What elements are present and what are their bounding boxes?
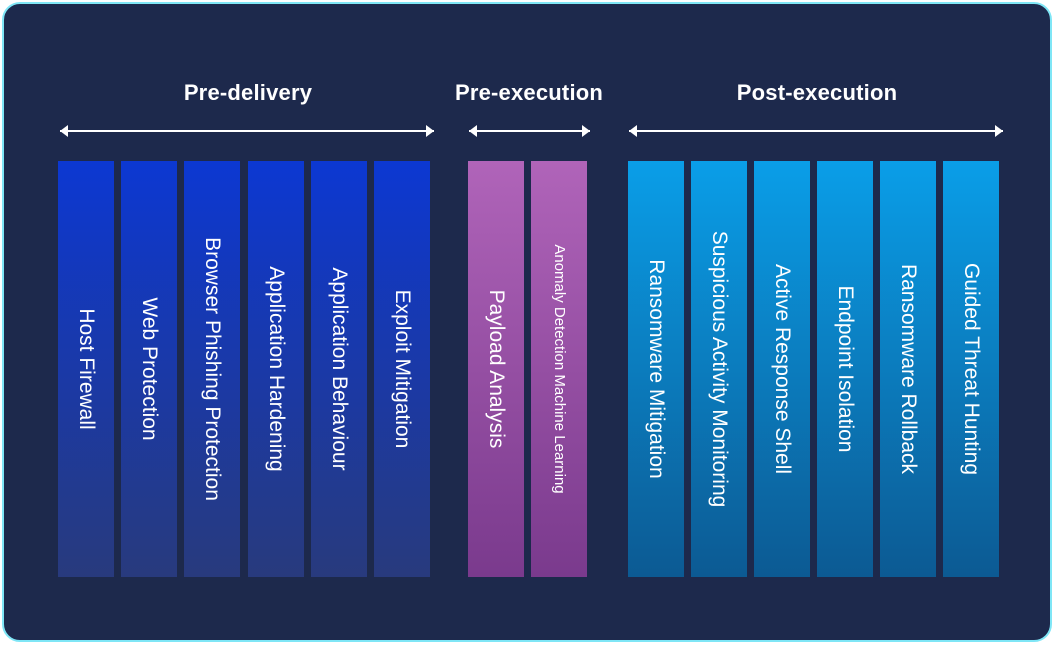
- phase-title-pre-delivery: Pre-delivery: [183, 80, 313, 105]
- column-guided-threat-hunting: Guided Threat Hunting: [943, 161, 999, 577]
- bracket-pre-execution: [469, 125, 590, 137]
- column-label: Web Protection: [138, 297, 161, 441]
- column-application-behaviour: Application Behaviour: [311, 161, 367, 577]
- column-ransomware-rollback: Ransomware Rollback: [880, 161, 936, 577]
- bracket-post-execution: [629, 125, 1003, 137]
- column-web-protection: Web Protection: [121, 161, 177, 577]
- column-suspicious-activity-monitoring: Suspicious Activity Monitoring: [691, 161, 747, 577]
- column-label: Ransomware Mitigation: [645, 259, 668, 479]
- column-label: Active Response Shell: [771, 263, 794, 475]
- column-active-response-shell: Active Response Shell: [754, 161, 810, 577]
- column-label: Guided Threat Hunting: [960, 262, 983, 476]
- column-label: Application Behaviour: [328, 267, 351, 471]
- column-host-firewall: Host Firewall: [58, 161, 114, 577]
- column-exploit-mitigation: Exploit Mitigation: [374, 161, 430, 577]
- column-label: Ransomware Rollback: [897, 263, 920, 475]
- column-label: Exploit Mitigation: [391, 289, 414, 449]
- column-label: Browser Phishing Protection: [201, 237, 224, 501]
- column-label: Suspicious Activity Monitoring: [708, 230, 731, 508]
- column-application-hardening: Application Hardening: [248, 161, 304, 577]
- bracket-pre-delivery: [60, 125, 434, 137]
- phase-title-post-execution: Post-execution: [736, 80, 898, 105]
- column-endpoint-isolation: Endpoint Isolation: [817, 161, 873, 577]
- column-label: Payload Analysis: [485, 289, 508, 449]
- column-label: Host Firewall: [75, 308, 98, 430]
- column-label: Anomaly Detection Machine Learning: [551, 244, 568, 494]
- column-label: Endpoint Isolation: [834, 285, 857, 453]
- phase-title-pre-execution: Pre-execution: [454, 80, 604, 105]
- column-payload-analysis: Payload Analysis: [468, 161, 524, 577]
- column-anomaly-detection-machine-learning: Anomaly Detection Machine Learning: [531, 161, 587, 577]
- column-ransomware-mitigation: Ransomware Mitigation: [628, 161, 684, 577]
- column-label: Application Hardening: [265, 266, 288, 472]
- column-browser-phishing-protection: Browser Phishing Protection: [184, 161, 240, 577]
